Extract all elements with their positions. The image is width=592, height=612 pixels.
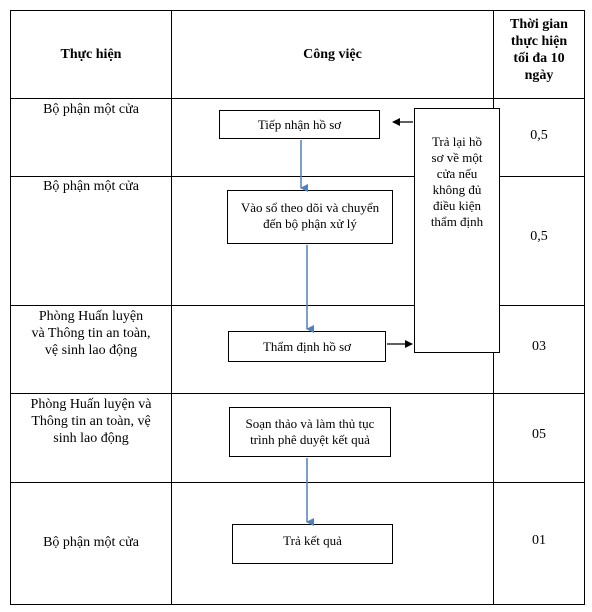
actor-line: Thông tin an toàn, vệ — [31, 414, 151, 429]
column-divider-1 — [171, 10, 172, 605]
time-cell: 05 — [532, 427, 546, 442]
header-time: Thời gian thực hiện tối đa 10 ngày — [494, 16, 584, 84]
row-divider-2 — [10, 305, 585, 306]
table-border-bottom — [10, 604, 585, 605]
actor-line: và Thông tin an toàn, — [31, 326, 151, 341]
actor-line: Bộ phận một cửa — [43, 179, 139, 194]
side-note-line: sơ về một — [431, 150, 483, 165]
time-cell: 03 — [532, 339, 546, 354]
step-label: Vào sổ theo dõi và chuyển — [240, 200, 380, 215]
actor-line: Bộ phận một cửa — [43, 102, 139, 117]
time-cell: 01 — [532, 533, 546, 548]
header-task: Công việc — [303, 47, 362, 62]
header-time-line: tối đa 10 — [513, 51, 565, 66]
actor-cell: Phòng Huấn luyện và Thông tin an toàn, v… — [11, 396, 171, 447]
header-time-line: ngày — [524, 68, 554, 83]
actor-line: Phòng Huấn luyện — [38, 309, 144, 324]
table-border-right — [584, 10, 585, 605]
row-divider-header — [10, 98, 585, 99]
step-label: Trả kết quả — [283, 533, 342, 548]
side-note-line: điều kiện — [432, 198, 481, 213]
step-label: Soạn thảo và làm thủ tục — [245, 416, 375, 431]
step-label: đến bộ phận xử lý — [263, 216, 357, 231]
row-divider-4 — [10, 482, 585, 483]
side-note-line: thẩm định — [430, 214, 484, 229]
step-label: Thẩm định hồ sơ — [262, 339, 352, 354]
actor-cell: Bộ phận một cửa — [11, 101, 171, 118]
step-label: trình phê duyệt kết quả — [250, 432, 370, 447]
row-divider-1 — [10, 176, 585, 177]
step-box-draft-and-submit: Soạn thảo và làm thủ tục trình phê duyệt… — [229, 407, 391, 457]
actor-line: Bộ phận một cửa — [43, 535, 139, 550]
table-border-top — [10, 10, 585, 11]
step-label: Tiếp nhận hồ sơ — [257, 117, 342, 132]
row-divider-3 — [10, 393, 585, 394]
header-time-line: thực hiện — [510, 34, 568, 49]
actor-cell: Bộ phận một cửa — [11, 534, 171, 551]
table-border-left — [10, 10, 11, 605]
time-cell: 0,5 — [530, 128, 548, 143]
header-actor: Thực hiện — [60, 47, 122, 62]
header-time-line: Thời gian — [510, 17, 568, 32]
step-box-receive: Tiếp nhận hồ sơ — [219, 110, 380, 139]
actor-cell: Bộ phận một cửa — [11, 178, 171, 195]
step-box-return-result: Trả kết quả — [232, 524, 393, 564]
side-note-line: Trả lại hồ — [431, 134, 483, 149]
actor-line: Phòng Huấn luyện và — [30, 397, 152, 412]
actor-cell: Phòng Huấn luyện và Thông tin an toàn, v… — [11, 308, 171, 359]
side-note-return-dossier: Trả lại hồ sơ về một cửa nếu không đủ đi… — [414, 108, 500, 353]
actor-line: vệ sinh lao động — [44, 343, 138, 358]
step-box-log-and-forward: Vào sổ theo dõi và chuyển đến bộ phận xử… — [227, 190, 393, 244]
side-note-line: không đủ — [432, 182, 482, 197]
step-box-appraise: Thẩm định hồ sơ — [228, 331, 386, 362]
actor-line: sinh lao động — [53, 431, 129, 446]
time-cell: 0,5 — [530, 229, 548, 244]
side-note-line: cửa nếu — [436, 166, 478, 181]
